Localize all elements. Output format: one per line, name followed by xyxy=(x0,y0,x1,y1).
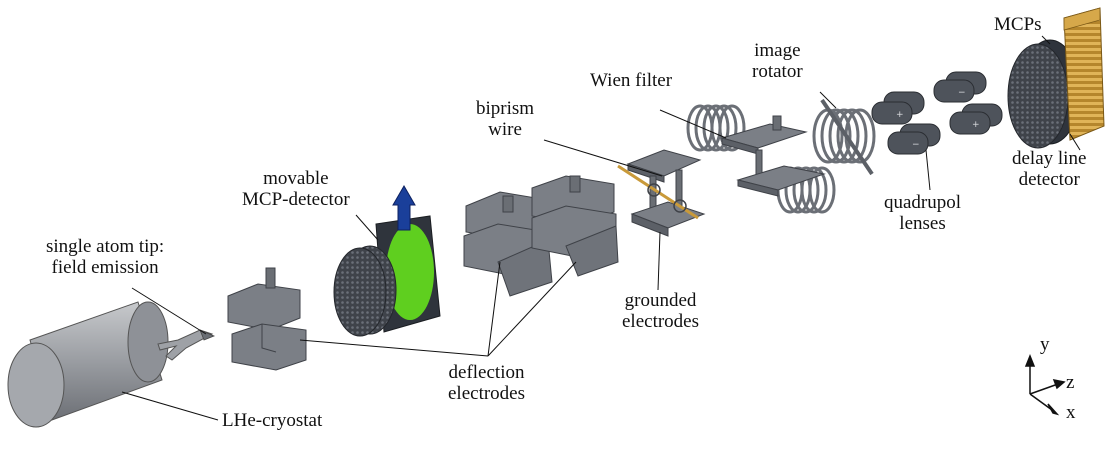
axis-z-label: z xyxy=(1066,372,1075,393)
wien-filter xyxy=(686,104,836,214)
mcps-label: MCPs xyxy=(994,14,1042,35)
quadrupol-lenses: + − − + xyxy=(871,71,1003,155)
image-rotator-line-2: rotator xyxy=(752,61,803,82)
lhe-cryostat xyxy=(7,301,216,428)
single-atom-tip-line-2: field emission xyxy=(51,257,159,278)
svg-text:−: − xyxy=(912,140,920,150)
biprism-wire-label: biprism wire xyxy=(476,98,534,140)
deflection-line-2: electrodes xyxy=(448,383,526,404)
svg-text:+: + xyxy=(972,120,980,130)
coordinate-axes xyxy=(1024,353,1066,416)
quadrupol-line-1: quadrupol xyxy=(884,192,962,213)
deflection-electrodes-1 xyxy=(227,267,307,371)
image-rotator xyxy=(812,98,876,176)
image-rotator-label: image rotator xyxy=(752,40,803,82)
deflection-electrodes-label: deflection electrodes xyxy=(448,362,525,404)
wien-filter-label: Wien filter xyxy=(590,70,673,91)
svg-text:+: + xyxy=(896,110,904,120)
biprism-line-2: wire xyxy=(488,119,522,140)
delay-line-detector xyxy=(1063,7,1105,141)
mcps xyxy=(1007,39,1081,149)
grounded-line-1: grounded xyxy=(624,290,697,311)
grounded-electrodes xyxy=(617,149,706,237)
quadrupol-lenses-label: quadrupol lenses xyxy=(884,192,961,234)
quadrupol-line-2: lenses xyxy=(899,213,946,234)
deflection-line-1: deflection xyxy=(448,362,525,383)
delay-line-line-2: detector xyxy=(1018,169,1080,190)
image-rotator-line-1: image xyxy=(754,40,801,61)
biprism-line-1: biprism xyxy=(476,98,535,119)
grounded-line-2: electrodes xyxy=(622,311,700,332)
axis-y-label: y xyxy=(1040,334,1050,355)
single-atom-tip-line-1: single atom tip: xyxy=(46,236,165,257)
movable-mcp-line-2: MCP-detector xyxy=(242,189,350,210)
delay-line-line-1: delay line xyxy=(1012,148,1087,169)
svg-text:−: − xyxy=(958,88,966,98)
single-atom-tip-label: single atom tip: field emission xyxy=(46,236,164,278)
movable-mcp-detector xyxy=(333,185,441,337)
lhe-cryostat-label: LHe-cryostat xyxy=(222,410,323,431)
movable-mcp-line-1: movable xyxy=(263,168,329,189)
deflection-electrodes-2 xyxy=(463,175,619,297)
delay-line-detector-label: delay line detector xyxy=(1012,148,1086,190)
leader-lines xyxy=(121,35,1081,421)
axis-x-label: x xyxy=(1066,402,1076,423)
movable-mcp-detector-label: movable MCP-detector xyxy=(242,168,350,210)
grounded-electrodes-label: grounded electrodes xyxy=(622,290,699,332)
